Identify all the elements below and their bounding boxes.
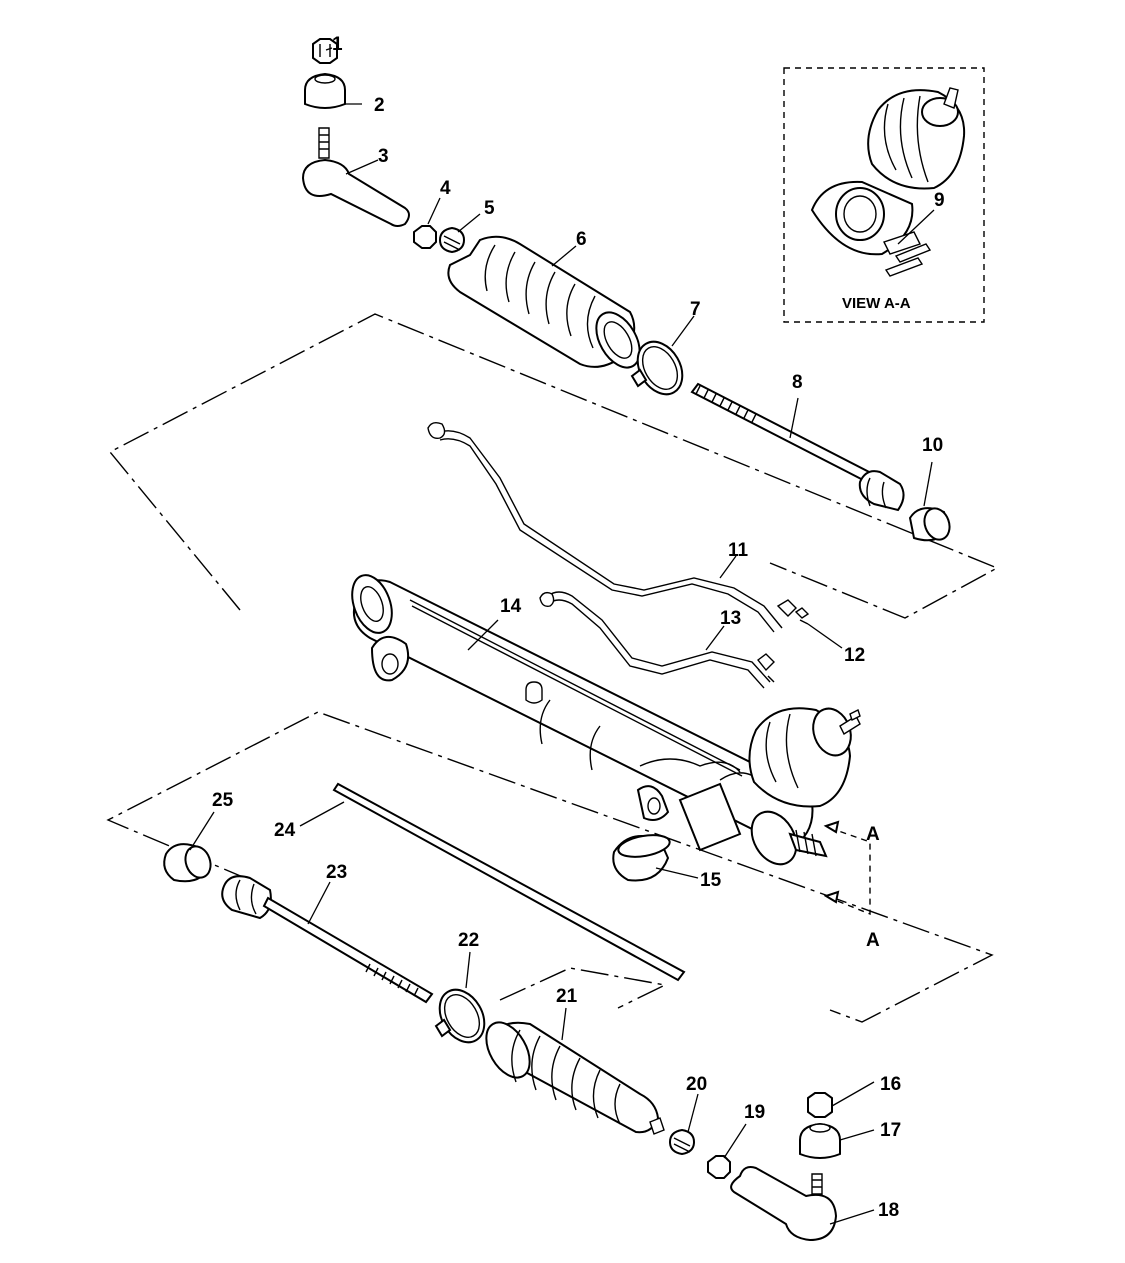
section-arrow-head-bottom — [823, 890, 840, 904]
lower-bushing-part-25 — [163, 843, 212, 883]
callout-21: 21 — [556, 986, 578, 1007]
callout-5: 5 — [484, 198, 495, 219]
lower-outer-tie-rod-group — [730, 1092, 841, 1242]
jam-nut-part-4 — [413, 225, 437, 249]
pipe-line-part-13 — [539, 591, 775, 689]
callout-15: 15 — [700, 870, 722, 891]
rack-bar-part-24 — [332, 782, 686, 982]
view-a-a-inset — [810, 87, 966, 277]
housing-bushing-part-15 — [612, 834, 671, 882]
section-arrows — [823, 820, 871, 916]
view-a-a-frame — [783, 67, 985, 323]
seal-part-9 — [884, 257, 924, 277]
upper-outer-tie-rod-group — [301, 38, 410, 227]
nut-part-1 — [312, 38, 338, 64]
leader-lines — [189, 47, 935, 1225]
callout-4: 4 — [440, 178, 451, 199]
callout-3: 3 — [378, 146, 389, 167]
lower-boot-part-21 — [485, 1021, 665, 1135]
upper-boot-part-6 — [447, 235, 641, 369]
callout-22: 22 — [458, 930, 479, 951]
section-letter-bottom: A — [866, 930, 880, 951]
callout-12: 12 — [844, 645, 865, 666]
callout-6: 6 — [576, 229, 587, 250]
clamp-ring-part-22 — [434, 988, 486, 1044]
callout-25: 25 — [212, 790, 234, 811]
upper-phantom-outline — [108, 313, 999, 619]
callout-11: 11 — [728, 540, 749, 561]
upper-inner-tie-rod-part-8 — [690, 382, 905, 512]
callout-7: 7 — [690, 299, 701, 320]
boot-phantom-outline — [499, 967, 668, 1009]
lower-phantom-outline — [106, 711, 994, 1023]
callout-23: 23 — [326, 862, 347, 883]
callout-24: 24 — [274, 820, 296, 841]
callout-20: 20 — [686, 1074, 707, 1095]
phantom-outlines — [106, 67, 999, 1023]
callout-13: 13 — [720, 608, 741, 629]
section-arrow-head-top — [823, 820, 840, 834]
tie-rod-end-part-3 — [301, 158, 410, 227]
callout-1: 1 — [332, 34, 343, 55]
section-letter-top: A — [866, 824, 880, 845]
callout-14: 14 — [500, 596, 522, 617]
clamp-ring-part-7 — [630, 340, 684, 396]
callout-18: 18 — [878, 1200, 899, 1221]
lower-inner-tie-rod-part-23 — [221, 875, 434, 1004]
stud-part-3 — [318, 127, 330, 159]
pinion-valve-housing — [748, 707, 861, 866]
callout-16: 16 — [880, 1074, 901, 1095]
pipe-line-part-11 — [427, 421, 797, 633]
seal-part-2 — [304, 72, 346, 109]
callout-19: 19 — [744, 1102, 765, 1123]
callout-9: 9 — [934, 190, 945, 211]
callout-10: 10 — [922, 435, 943, 456]
nut-part-16 — [807, 1092, 833, 1118]
view-a-a-label: VIEW A-A — [842, 295, 911, 312]
rack-housing-part-14 — [351, 574, 814, 852]
fitting-part-12 — [794, 607, 810, 625]
callout-labels: 1 2 3 4 5 6 7 8 9 10 11 12 13 14 15 16 1… — [212, 34, 945, 1221]
callout-8: 8 — [792, 372, 803, 393]
upper-bushing-part-10 — [908, 507, 951, 542]
tie-rod-end-part-18 — [730, 1166, 838, 1242]
callout-17: 17 — [880, 1120, 901, 1141]
seal-part-17 — [799, 1122, 841, 1159]
callout-2: 2 — [374, 95, 385, 116]
jam-nut-part-19 — [707, 1155, 731, 1179]
